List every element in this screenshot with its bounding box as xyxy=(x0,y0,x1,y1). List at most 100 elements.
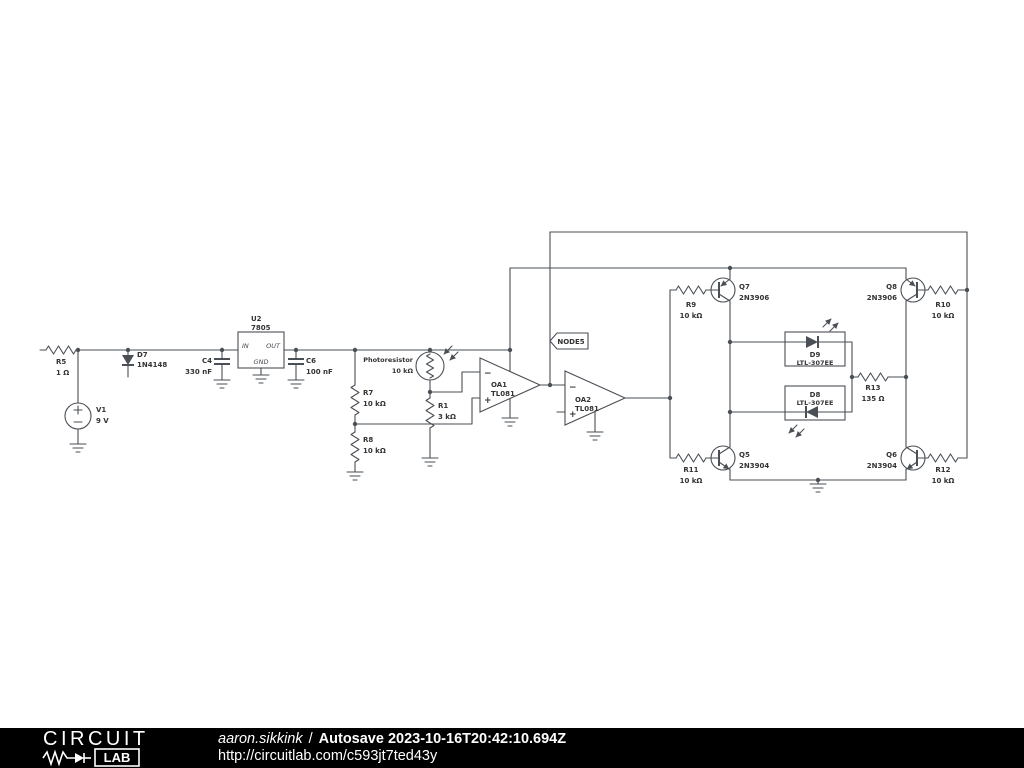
led-emission-arrow-icon xyxy=(829,322,839,332)
schematic-canvas[interactable]: R5 1 Ω V1 9 V D7 1N4148 C4 330 nF U2 780… xyxy=(0,0,1024,728)
label-r9-value: 10 kΩ xyxy=(680,312,703,320)
ground-symbol xyxy=(213,379,231,389)
component-d7-diode[interactable]: D7 1N4148 xyxy=(122,349,167,378)
label-r10-value: 10 kΩ xyxy=(932,312,955,320)
label-r12-name: R12 xyxy=(935,466,950,474)
label-r8-name: R8 xyxy=(363,436,373,444)
circuitlab-logo[interactable]: CIRCUIT LAB xyxy=(42,728,192,768)
component-r8-resistor[interactable]: R8 10 kΩ xyxy=(350,431,386,463)
component-q5-npn-transistor[interactable]: Q5 2N3904 xyxy=(710,445,769,471)
opamp-plus-sign: + xyxy=(484,396,492,406)
label-d9-value: LTL-307EE xyxy=(797,359,834,367)
component-r10-resistor[interactable]: R10 10 kΩ xyxy=(927,285,959,320)
ground-symbol xyxy=(69,443,87,453)
label-v1-value: 9 V xyxy=(96,417,109,425)
label-q6-name: Q6 xyxy=(886,451,897,459)
component-c4-capacitor[interactable]: C4 330 nF xyxy=(185,349,230,381)
label-v1-name: V1 xyxy=(96,406,106,414)
node5-flag[interactable]: NODE5 xyxy=(549,332,589,350)
label-r5-value: 1 Ω xyxy=(56,369,69,377)
component-r9-resistor[interactable]: R9 10 kΩ xyxy=(675,285,707,320)
logo-lab-box xyxy=(94,748,140,767)
opamp-plus-sign: + xyxy=(569,410,577,420)
ground-symbol xyxy=(252,374,270,384)
component-d8-led[interactable]: D8 LTL-307EE xyxy=(784,385,846,438)
led-emission-arrow-icon xyxy=(822,318,832,328)
component-u2-regulator-7805[interactable]: U2 7805 IN OUT GND xyxy=(237,315,285,376)
label-r7-value: 10 kΩ xyxy=(363,400,386,408)
ground-symbol xyxy=(809,483,827,493)
component-photoresistor[interactable]: Photoresistor 10 kΩ xyxy=(363,345,459,381)
component-r7-resistor[interactable]: R7 10 kΩ xyxy=(350,384,386,416)
component-oa2-opamp[interactable]: − + OA2 TL081 xyxy=(564,370,627,426)
label-c6-name: C6 xyxy=(306,357,316,365)
logo-schematic-icon xyxy=(42,749,91,767)
label-r11-name: R11 xyxy=(683,466,698,474)
component-r13-resistor[interactable]: R13 135 Ω xyxy=(857,372,889,403)
label-r5-name: R5 xyxy=(56,358,66,366)
footer-separator: / xyxy=(308,731,313,747)
footer-circuit-title: Autosave 2023-10-16T20:42:10.694Z xyxy=(318,731,567,747)
logo-circuit-text: CIRCUIT xyxy=(43,728,149,750)
label-q8-value: 2N3906 xyxy=(867,294,897,302)
component-q6-npn-transistor[interactable]: Q6 2N3904 xyxy=(867,445,926,471)
logo-lab-text: LAB xyxy=(104,750,131,765)
label-oa2-name: OA2 xyxy=(575,396,591,404)
component-q7-pnp-transistor[interactable]: Q7 2N3906 xyxy=(710,277,769,303)
component-r11-resistor[interactable]: R11 10 kΩ xyxy=(675,453,707,485)
label-d7-value: 1N4148 xyxy=(137,361,167,369)
component-v1-voltage-source[interactable]: V1 9 V xyxy=(64,402,109,430)
label-d9-name: D9 xyxy=(810,351,821,359)
ground-symbol xyxy=(287,379,305,389)
opamp-minus-sign: − xyxy=(484,369,492,379)
label-r10-name: R10 xyxy=(935,301,950,309)
label-q6-value: 2N3904 xyxy=(867,462,897,470)
label-r1-name: R1 xyxy=(438,402,448,410)
pin-label-gnd: GND xyxy=(254,358,269,366)
ground-symbol xyxy=(421,457,439,467)
component-q8-pnp-transistor[interactable]: Q8 2N3906 xyxy=(867,277,926,303)
label-photoresistor-value: 10 kΩ xyxy=(392,367,414,375)
component-r12-resistor[interactable]: R12 10 kΩ xyxy=(927,453,959,485)
junction-dots xyxy=(75,265,970,483)
label-r7-name: R7 xyxy=(363,389,373,397)
label-c4-name: C4 xyxy=(202,357,212,365)
component-r1-resistor[interactable]: R1 3 kΩ xyxy=(425,397,456,429)
label-r13-value: 135 Ω xyxy=(862,395,885,403)
label-r8-value: 10 kΩ xyxy=(363,447,386,455)
led-emission-arrow-icon xyxy=(795,428,805,438)
component-oa1-opamp[interactable]: − + OA1 TL081 xyxy=(479,357,542,413)
label-q8-name: Q8 xyxy=(886,283,897,291)
label-d8-value: LTL-307EE xyxy=(797,399,834,407)
label-q5-value: 2N3904 xyxy=(739,462,769,470)
footer-title-line: aaron.sikkink / Autosave 2023-10-16T20:42:… xyxy=(218,731,566,748)
label-q7-name: Q7 xyxy=(739,283,750,291)
footer-url-link[interactable]: http://circuitlab.com/c593jt7ted43y xyxy=(218,748,438,764)
label-c6-value: 100 nF xyxy=(306,368,333,376)
wires xyxy=(39,231,968,485)
label-u2-name: U2 xyxy=(251,315,262,323)
label-d7-name: D7 xyxy=(137,351,148,359)
label-c4-value: 330 nF xyxy=(185,368,212,376)
label-q5-name: Q5 xyxy=(739,451,750,459)
label-oa1-value: TL081 xyxy=(491,390,515,398)
footer-attribution: aaron.sikkink / Autosave 2023-10-16T20:42:… xyxy=(218,731,566,765)
opamp-minus-sign: − xyxy=(569,383,577,393)
component-d9-led[interactable]: D9 LTL-307EE xyxy=(784,318,846,367)
ground-symbol xyxy=(346,471,364,481)
label-u2-value: 7805 xyxy=(251,324,271,332)
component-r5-resistor[interactable]: R5 1 Ω xyxy=(45,345,77,377)
label-q7-value: 2N3906 xyxy=(739,294,769,302)
label-photoresistor-name: Photoresistor xyxy=(363,356,414,364)
component-c6-capacitor[interactable]: C6 100 nF xyxy=(288,349,333,381)
label-r1-value: 3 kΩ xyxy=(438,413,456,421)
pin-label-in: IN xyxy=(242,342,249,350)
label-oa2-value: TL081 xyxy=(575,405,599,413)
label-r13-name: R13 xyxy=(865,384,880,392)
label-r11-value: 10 kΩ xyxy=(680,477,703,485)
led-emission-arrow-icon xyxy=(788,424,798,434)
light-arrow-icon xyxy=(449,351,459,361)
ground-symbol xyxy=(501,417,519,427)
footer-author: aaron.sikkink xyxy=(218,731,303,747)
